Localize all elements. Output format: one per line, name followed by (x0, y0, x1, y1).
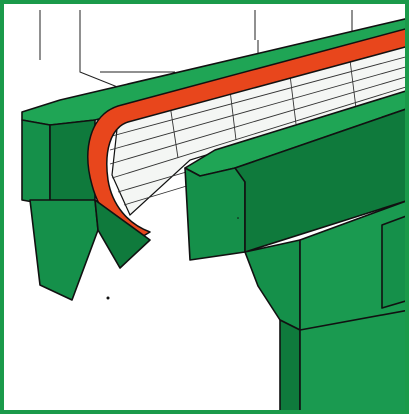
near-rail-side (234, 107, 409, 253)
left-support-side (94, 199, 151, 269)
belt-surface (111, 41, 409, 217)
specks (106, 217, 239, 300)
belt-slats (109, 55, 409, 206)
near-rail-front (184, 167, 246, 261)
far-rail (21, 17, 409, 206)
right-leg-panel (381, 214, 409, 309)
far-rail-front (21, 119, 51, 206)
left-support (29, 199, 99, 301)
center-leg-foot (279, 319, 301, 414)
lower-frame (29, 199, 409, 414)
